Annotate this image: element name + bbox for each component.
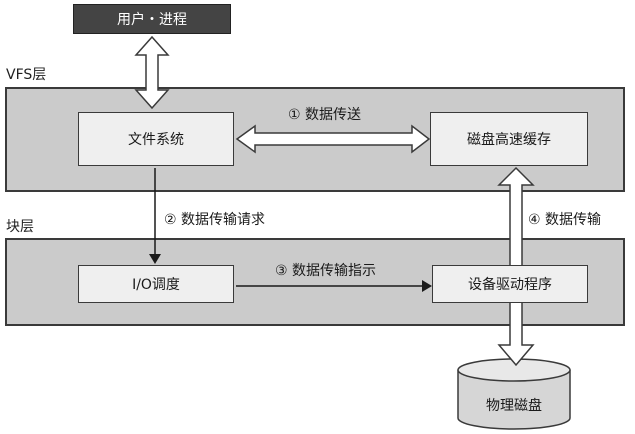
user-process-box: 用户・进程 [73,4,231,34]
vfs-layer-label: VFS层 [6,67,47,83]
block-layer-label: 块层 [6,219,34,235]
fs-cache-double-arrow [235,124,431,154]
transfer-instruction-label: ③ 数据传输指示 [275,263,377,279]
physical-disk [457,358,571,430]
disk-cache-box: 磁盘高速缓存 [430,112,588,166]
fs-io-arrow [149,168,161,264]
data-transmission-label: ④ 数据传输 [528,212,602,228]
io-driver-arrow [236,280,432,292]
filesystem-box: 文件系统 [78,112,234,166]
data-transfer-label: ① 数据传送 [288,107,362,123]
physical-disk-label: 物理磁盘 [486,398,542,414]
device-driver-box: 设备驱动程序 [432,265,588,303]
user-fs-double-arrow [134,35,170,110]
transfer-request-label: ② 数据传输请求 [164,212,266,228]
io-scheduler-box: I/O调度 [78,265,234,303]
